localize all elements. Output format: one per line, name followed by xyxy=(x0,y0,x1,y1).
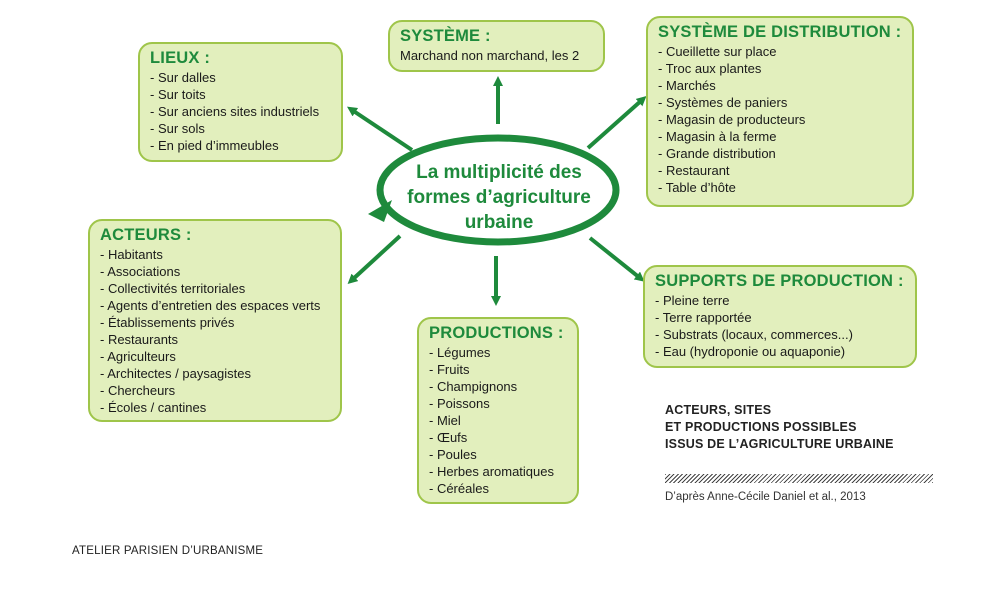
list-item: - Sur sols xyxy=(150,121,205,136)
list-item: - Grande distribution xyxy=(658,146,776,161)
center-title-line: urbaine xyxy=(464,212,534,233)
arrow-to-lieux xyxy=(347,106,414,152)
list-item: - Légumes xyxy=(429,345,491,360)
list-item: - Systèmes de paniers xyxy=(658,95,788,110)
list-item: - Œufs xyxy=(429,430,468,445)
center-title: La multiplicité des formes d’agriculture… xyxy=(393,160,605,235)
supports-list: - Pleine terre - Terre rapportée - Subst… xyxy=(655,292,905,360)
list-item: - Substrats (locaux, commerces...) xyxy=(655,327,853,342)
list-item: - Écoles / cantines xyxy=(100,400,207,415)
acteurs-list: - Habitants - Associations - Collectivit… xyxy=(100,246,330,416)
list-item: - Céréales xyxy=(429,481,489,496)
arrow-to-supports xyxy=(588,236,645,282)
list-item: - Marchés xyxy=(658,78,716,93)
list-item: - Cueillette sur place xyxy=(658,44,777,59)
list-item: - Miel xyxy=(429,413,461,428)
list-item: - Table d’hôte xyxy=(658,180,736,195)
systeme-box: SYSTÈME : Marchand non marchand, les 2 xyxy=(388,20,605,72)
caption-line: ET PRODUCTIONS POSSIBLES xyxy=(665,420,857,434)
systeme-title: SYSTÈME : xyxy=(400,27,491,45)
arrow-to-acteurs xyxy=(347,234,402,285)
list-item: - Chercheurs xyxy=(100,383,176,398)
center-title-line: formes d’agriculture xyxy=(407,187,591,208)
source-note: D’après Anne-Cécile Daniel et al., 2013 xyxy=(665,491,866,503)
list-item: - Restaurants xyxy=(100,332,179,347)
cycle-arrowhead xyxy=(368,200,392,222)
center-title-line: La multiplicité des xyxy=(416,162,582,183)
list-item: - Associations xyxy=(100,264,181,279)
list-item: - Habitants xyxy=(100,247,163,262)
footer-credit: ATELIER PARISIEN D’URBANISME xyxy=(72,545,264,557)
acteurs-title: ACTEURS : xyxy=(100,226,192,244)
arrow-to-distribution xyxy=(586,96,647,150)
list-item: - Terre rapportée xyxy=(655,310,752,325)
hatched-divider xyxy=(665,474,933,483)
list-item: - Sur toits xyxy=(150,87,206,102)
productions-box: PRODUCTIONS : - Légumes - Fruits - Champ… xyxy=(417,317,579,504)
supports-title: SUPPORTS DE PRODUCTION : xyxy=(655,272,904,290)
list-item: - Champignons xyxy=(429,379,518,394)
list-item: - Agents d’entretien des espaces verts xyxy=(100,298,321,313)
acteurs-box: ACTEURS : - Habitants - Associations - C… xyxy=(88,219,342,422)
list-item: - Architectes / paysagistes xyxy=(100,366,252,381)
lieux-list: - Sur dalles - Sur toits - Sur anciens s… xyxy=(150,69,331,154)
productions-list: - Légumes - Fruits - Champignons - Poiss… xyxy=(429,344,567,497)
list-item: - Eau (hydroponie ou aquaponie) xyxy=(655,344,846,359)
list-item: - Magasin à la ferme xyxy=(658,129,777,144)
center-ellipse xyxy=(376,134,620,246)
list-item: - En pied d’immeubles xyxy=(150,138,279,153)
lieux-box: LIEUX : - Sur dalles - Sur toits - Sur a… xyxy=(138,42,343,162)
systeme-text: Marchand non marchand, les 2 xyxy=(400,48,580,63)
list-item: - Établissements privés xyxy=(100,315,235,330)
caption-line: ACTEURS, SITES xyxy=(665,403,772,417)
list-item: - Restaurant xyxy=(658,163,730,178)
list-item: - Agriculteurs xyxy=(100,349,176,364)
list-item: - Collectivités territoriales xyxy=(100,281,246,296)
list-item: - Sur dalles xyxy=(150,70,216,85)
list-item: - Poules xyxy=(429,447,477,462)
caption-line: ISSUS DE L’AGRICULTURE URBAINE xyxy=(665,437,894,451)
distribution-title: SYSTÈME DE DISTRIBUTION : xyxy=(658,23,902,41)
list-item: - Magasin de producteurs xyxy=(658,112,806,127)
productions-title: PRODUCTIONS : xyxy=(429,324,564,342)
list-item: - Troc aux plantes xyxy=(658,61,762,76)
supports-box: SUPPORTS DE PRODUCTION : - Pleine terre … xyxy=(643,265,917,368)
list-item: - Sur anciens sites industriels xyxy=(150,104,320,119)
list-item: - Pleine terre xyxy=(655,293,730,308)
figure-caption: ACTEURS, SITES ET PRODUCTIONS POSSIBLES … xyxy=(665,402,945,453)
distribution-list: - Cueillette sur place - Troc aux plante… xyxy=(658,43,902,196)
lieux-title: LIEUX : xyxy=(150,49,211,67)
list-item: - Herbes aromatiques xyxy=(429,464,554,479)
list-item: - Fruits xyxy=(429,362,470,377)
distribution-box: SYSTÈME DE DISTRIBUTION : - Cueillette s… xyxy=(646,16,914,207)
list-item: - Poissons xyxy=(429,396,490,411)
